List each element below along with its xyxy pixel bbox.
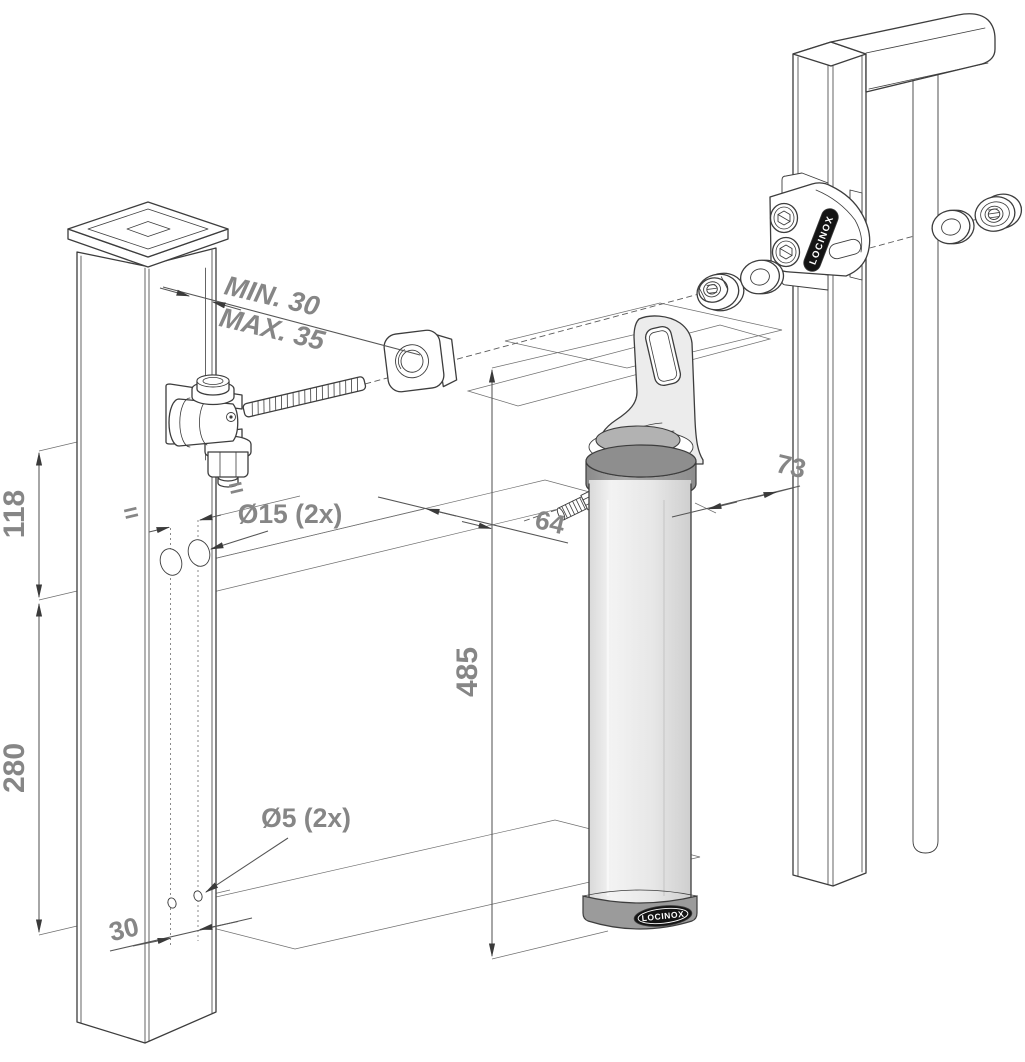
dim-label-30: 30: [106, 911, 142, 947]
top-rail: [830, 13, 996, 93]
washer-right: [931, 209, 975, 245]
axis-construction-plane: [466, 324, 772, 407]
gate-frame: LOCINOX: [696, 13, 1023, 887]
dimensions: MIN. 30 MAX. 35 118 280 30 = =: [0, 270, 809, 958]
hole-d5-a: [167, 897, 177, 909]
washer-left: [740, 259, 785, 295]
dim-64: 64: [377, 496, 569, 544]
ext-485-top: [491, 330, 651, 369]
arm-eyelet: [644, 325, 682, 387]
locinox-cap-badge: LOCINOX: [633, 905, 693, 927]
label-holes-15: Ø15 (2x): [209, 499, 343, 550]
dim-equal: = =: [121, 473, 247, 534]
hole-d15-b: [187, 539, 211, 567]
square-nut: [383, 329, 458, 393]
dim-label-eq2: =: [226, 473, 247, 504]
hex-bolt-bottom: [771, 236, 801, 268]
dim-label-118: 118: [0, 490, 31, 538]
dim-label-holes15: Ø15 (2x): [238, 499, 343, 529]
ext-73-left: [694, 502, 717, 514]
dim-485: 485: [451, 368, 496, 958]
dim-label-eq1: =: [121, 498, 142, 529]
post-body: [76, 247, 217, 1044]
hole-plane-bottom: [149, 819, 701, 950]
round-bar: [912, 70, 939, 854]
post-cap: [67, 201, 229, 268]
flange-nut-left: [696, 272, 745, 312]
hole-d15-a: [159, 548, 183, 576]
dim-280: 280: [0, 602, 43, 934]
mounting-bracket: LOCINOX: [769, 182, 871, 277]
upper-construction-plane: [504, 302, 783, 369]
threaded-rod: [242, 376, 367, 418]
label-holes-5: Ø5 (2x): [205, 803, 351, 893]
hinge-top-cap: [191, 374, 235, 406]
dim-label-485: 485: [451, 647, 484, 697]
ext-485-bottom: [491, 930, 609, 960]
dim-label-280: 280: [0, 743, 31, 793]
dim-label-holes5: Ø5 (2x): [261, 803, 351, 833]
dim-73: 73: [671, 448, 809, 518]
dim-label-73: 73: [773, 448, 809, 484]
hinge-post: [67, 201, 229, 1044]
cap-badge-label: LOCINOX: [641, 909, 685, 923]
hole-d5-b: [193, 890, 203, 902]
closer-bottom-cap: LOCINOX: [582, 889, 698, 930]
dim-30: 30: [106, 911, 253, 952]
dim-label-64: 64: [532, 504, 568, 540]
dim-118: 118: [0, 451, 43, 599]
flange-nut-right: [974, 193, 1023, 232]
hinge-barrel: [168, 397, 239, 448]
hinge-axis-centerline: [245, 206, 1023, 417]
hex-bolt-top: [769, 202, 799, 234]
hinge-assembly: [165, 374, 367, 488]
bracket-slot: [828, 238, 862, 260]
closer-cylinder: [588, 480, 692, 904]
gate-closer: LOCINOX: [556, 315, 704, 930]
